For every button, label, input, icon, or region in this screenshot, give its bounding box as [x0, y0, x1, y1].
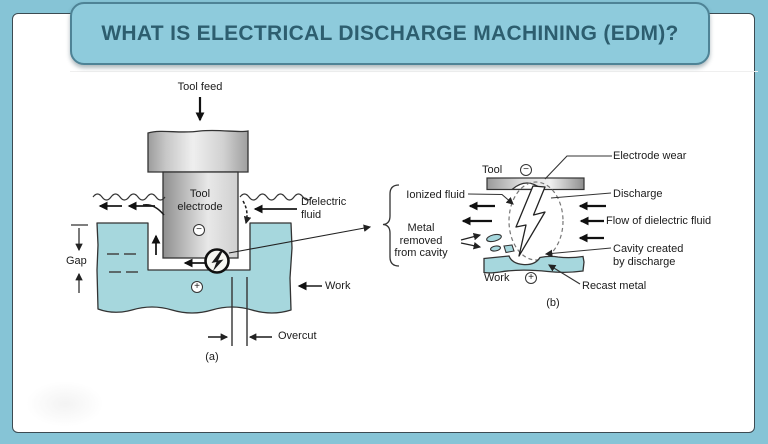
caption-b: (b): [546, 297, 560, 309]
gap-label: Gap: [66, 255, 87, 267]
ionized-fluid-label: Ionized fluid: [406, 189, 465, 201]
work-polarity-plus-icon: +: [191, 281, 203, 293]
tool-electrode-label: Tool electrode: [177, 188, 223, 213]
dielectric-flow-arrows: [461, 201, 606, 243]
dielectric-fluid-label: Dielectric fluid: [301, 196, 347, 221]
cavity-created-label: Cavity created by discharge: [613, 243, 684, 268]
work-label-a: Work: [325, 280, 351, 292]
metal-droplets: [486, 233, 515, 254]
recast-pointer: [548, 264, 581, 285]
work-label-b: Work: [484, 272, 510, 284]
tool-shaft: [162, 171, 239, 259]
gap-level-dashes: [107, 253, 138, 273]
ionized-fluid-pointer: [467, 193, 514, 205]
diagram-a: [71, 97, 372, 346]
cavity-pointer: [544, 247, 612, 258]
discharge-ellipse: [508, 181, 564, 261]
magnify-pointer: [228, 224, 372, 254]
tool-head: [147, 129, 249, 173]
metal-removed-label: Metal removed from cavity: [394, 222, 448, 259]
electrode-wear-pointer: [544, 155, 612, 180]
caption-a: (a): [205, 351, 219, 363]
tool-feed-label: Tool feed: [177, 81, 223, 93]
tool-label-b: Tool: [482, 164, 503, 176]
work-piece-a: [96, 222, 293, 314]
recast-metal-label: Recast metal: [582, 280, 647, 292]
discharge-label: Discharge: [613, 188, 663, 200]
discharge-pointer: [550, 192, 612, 199]
fluid-surface-left: [92, 193, 166, 201]
flow-curve: [142, 203, 165, 216]
tool-polarity-minus-icon: −: [520, 164, 532, 176]
tool-polarity-minus-icon: −: [193, 224, 205, 236]
label-brace: [382, 184, 400, 267]
flow-of-dielectric-fluid-label: Flow of dielectric fluid: [606, 215, 712, 227]
page-title: WHAT IS ELECTRICAL DISCHARGE MACHINING (…: [101, 21, 679, 45]
figure-edge-line: [70, 71, 758, 72]
overcut-label: Overcut: [278, 330, 317, 342]
work-bar-b: [483, 255, 585, 274]
watermark-smudge: [26, 381, 104, 427]
metal-removed-arrows: [460, 232, 482, 250]
lightning-bolt-icon: [515, 185, 546, 257]
title-banner: WHAT IS ELECTRICAL DISCHARGE MACHINING (…: [70, 2, 710, 65]
flow-curve-down: [242, 200, 252, 225]
lightning-bolt-icon: [211, 251, 224, 271]
electrode-wear-label: Electrode wear: [613, 150, 687, 162]
work-polarity-plus-icon: +: [525, 272, 537, 284]
fluid-surface-right: [239, 193, 313, 201]
diagram-b: [382, 155, 612, 285]
